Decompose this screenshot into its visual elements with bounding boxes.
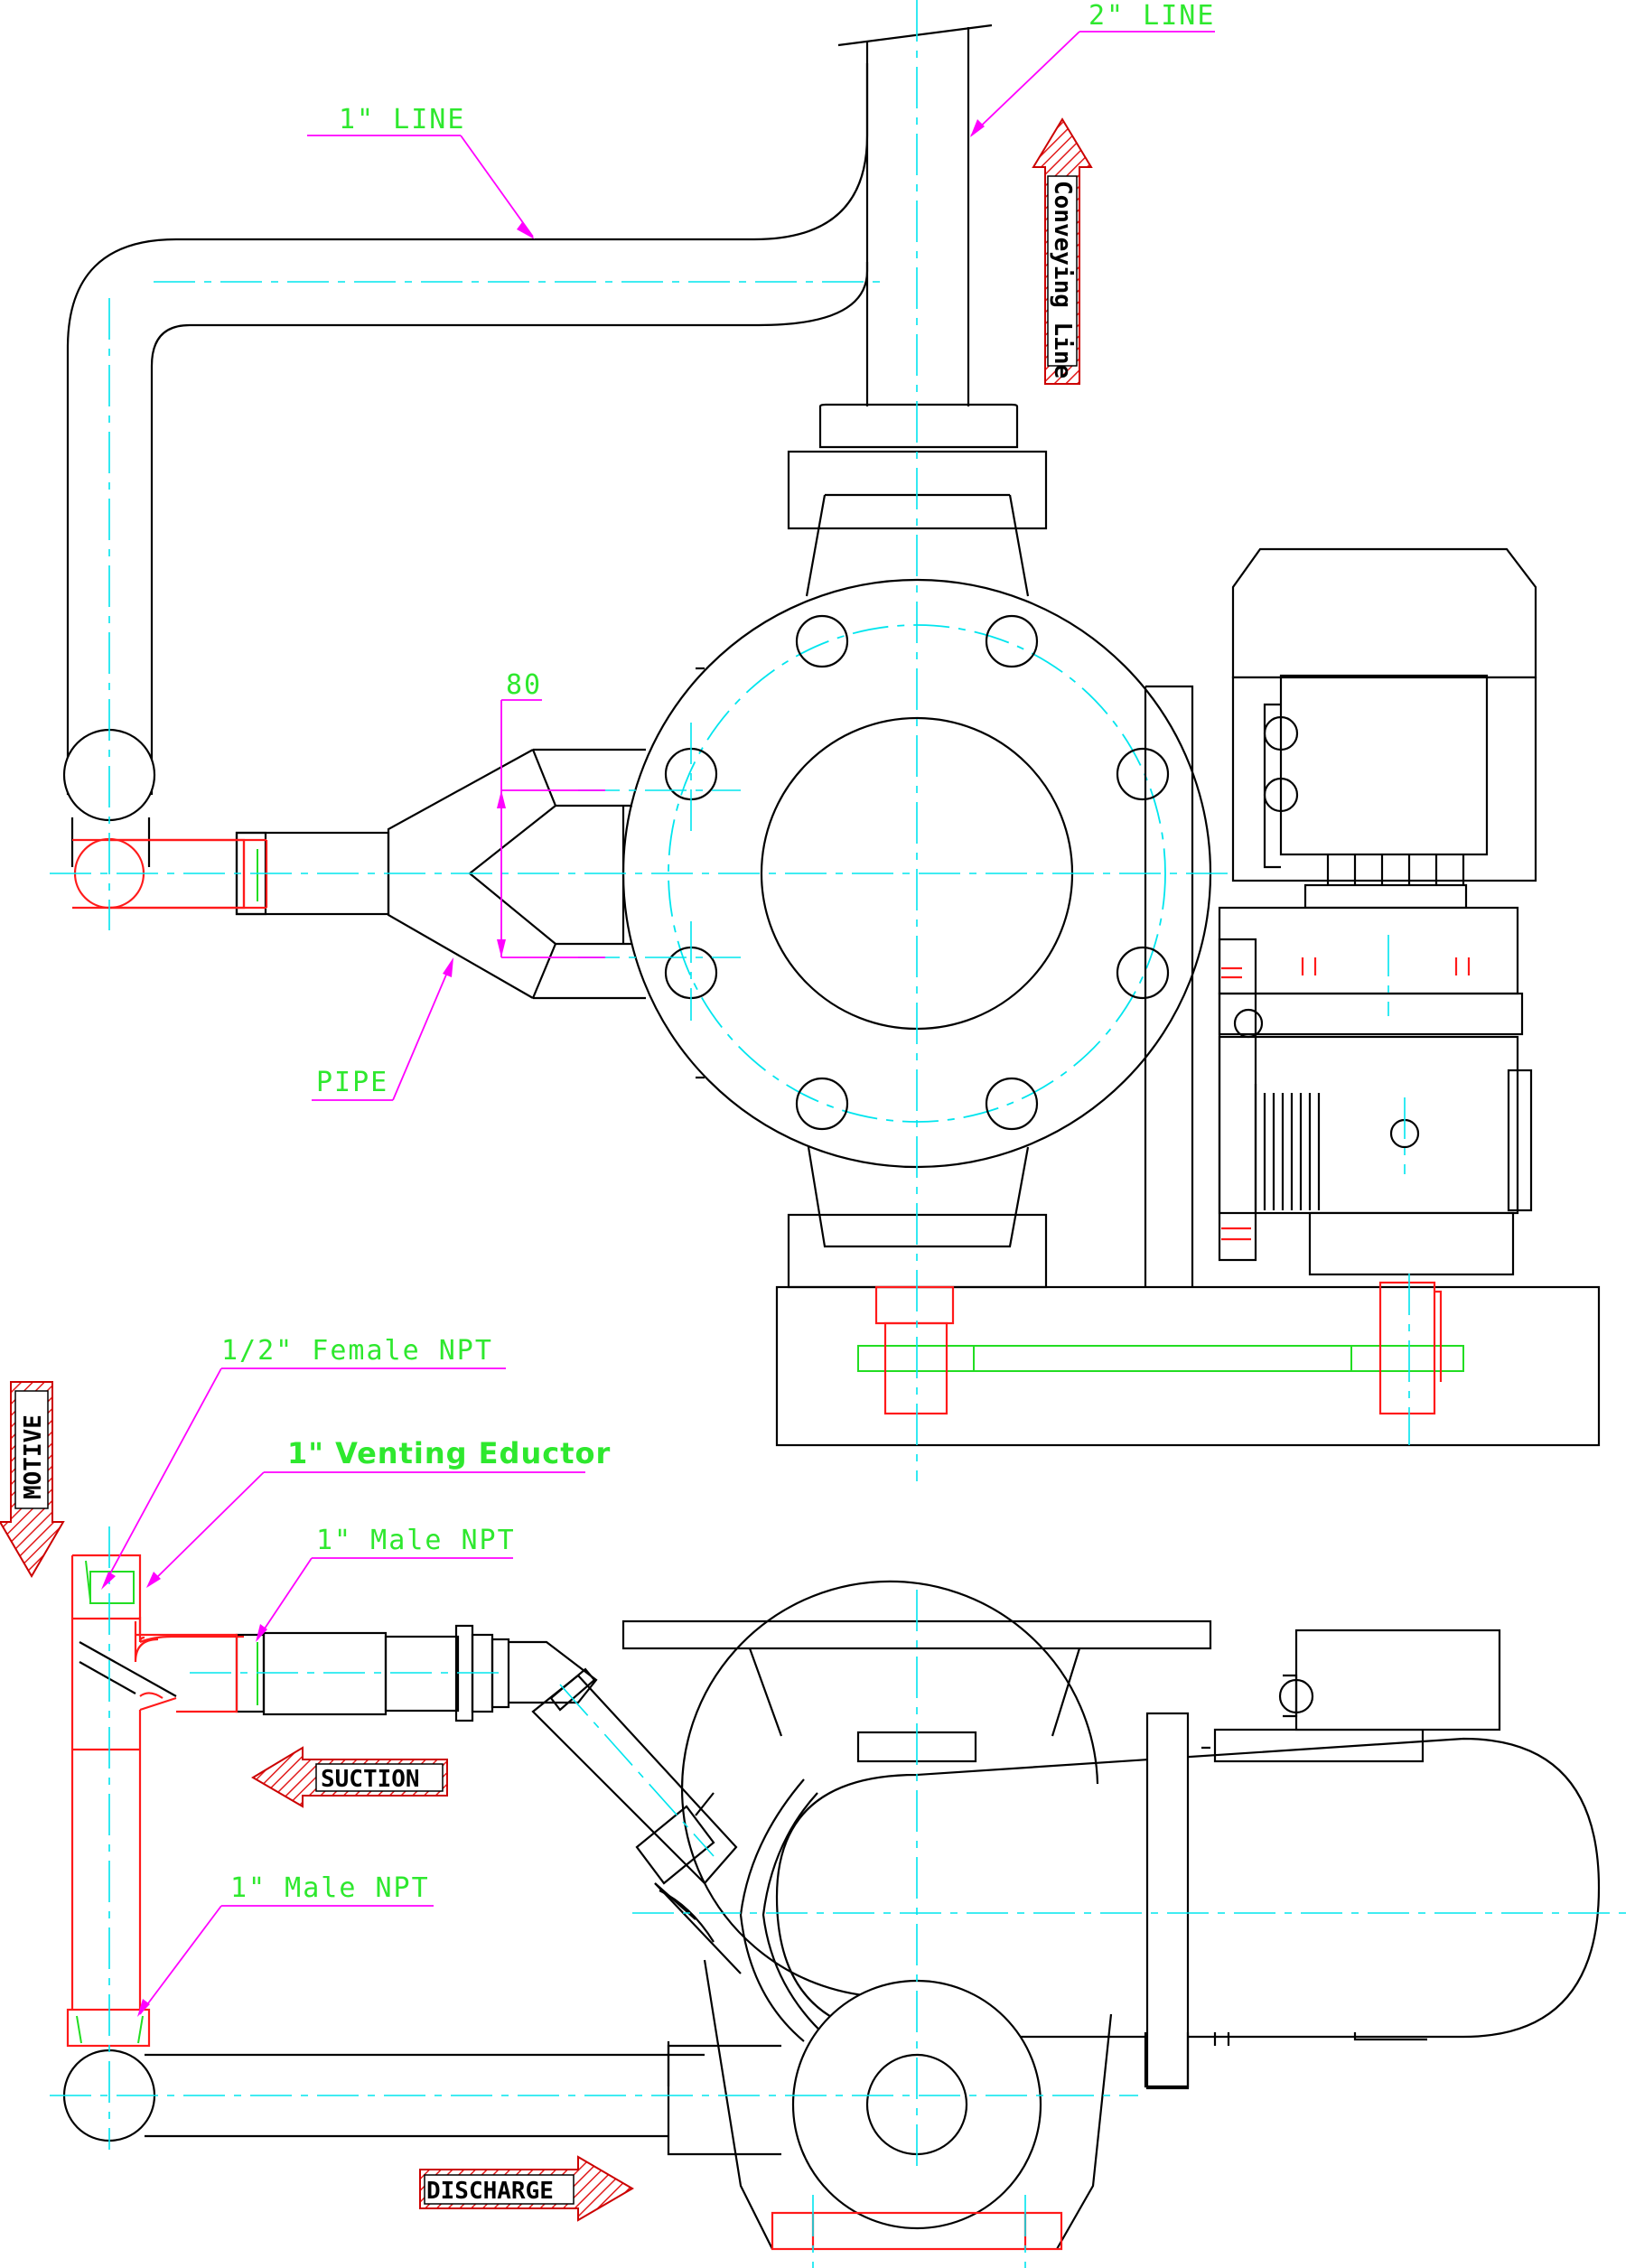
lower-centerlines <box>50 1526 1626 2268</box>
male-npt-upper-callout: 1" Male NPT <box>256 1525 516 1642</box>
male-npt-lower-label: 1" Male NPT <box>230 1872 430 1904</box>
two-inch-line-callout: 2" LINE <box>970 0 1215 137</box>
pipe-label: PIPE <box>316 1067 388 1098</box>
dimension-80: 80 <box>497 669 605 958</box>
suction-fitting <box>135 1624 742 1974</box>
venting-eductor-body <box>70 1554 244 2010</box>
pipe-nozzle <box>235 748 646 1000</box>
male-npt-upper-label: 1" Male NPT <box>316 1525 516 1556</box>
discharge-text: DISCHARGE <box>426 2178 554 2205</box>
rotary-valve-plan <box>621 1580 1601 2251</box>
male-npt-lower-callout: 1" Male NPT <box>137 1872 434 2017</box>
venting-eductor-label: 1" Venting Eductor <box>287 1436 611 1470</box>
base-plate <box>775 1281 1601 1447</box>
venting-eductor-callout: 1" Venting Eductor <box>146 1436 611 1588</box>
one-inch-line-callout: 1" LINE <box>307 104 535 239</box>
motive-text: MOTIVE <box>20 1414 47 1499</box>
discharge-arrow: DISCHARGE <box>419 2155 634 2222</box>
half-inch-female-npt-label: 1/2" Female NPT <box>221 1335 493 1367</box>
conveying-line-arrow: Conveying Line <box>1032 117 1093 385</box>
discharge-return-leg <box>62 2008 705 2142</box>
motor-gearbox-assembly <box>1144 547 1537 1287</box>
two-inch-line-label: 2" LINE <box>1088 0 1215 32</box>
conveying-line-text: Conveying Line <box>1049 181 1076 378</box>
upper-elevation-view: 80 1" LINE 2" LINE PIPE Conveying L <box>50 0 1601 1481</box>
suction-text: SUCTION <box>321 1766 420 1793</box>
two-inch-line-pipe <box>818 23 1019 449</box>
one-inch-line-label: 1" LINE <box>339 104 465 135</box>
suction-arrow: SUCTION <box>251 1746 448 1808</box>
lower-plan-view: 1/2" Female NPT 1" Venting Eductor 1" Ma… <box>0 1335 1626 2268</box>
motive-arrow: MOTIVE <box>0 1381 65 1578</box>
dimension-80-label: 80 <box>506 669 542 701</box>
half-inch-female-npt-callout: 1/2" Female NPT <box>101 1335 506 1590</box>
pipe-callout: PIPE <box>312 957 453 1101</box>
